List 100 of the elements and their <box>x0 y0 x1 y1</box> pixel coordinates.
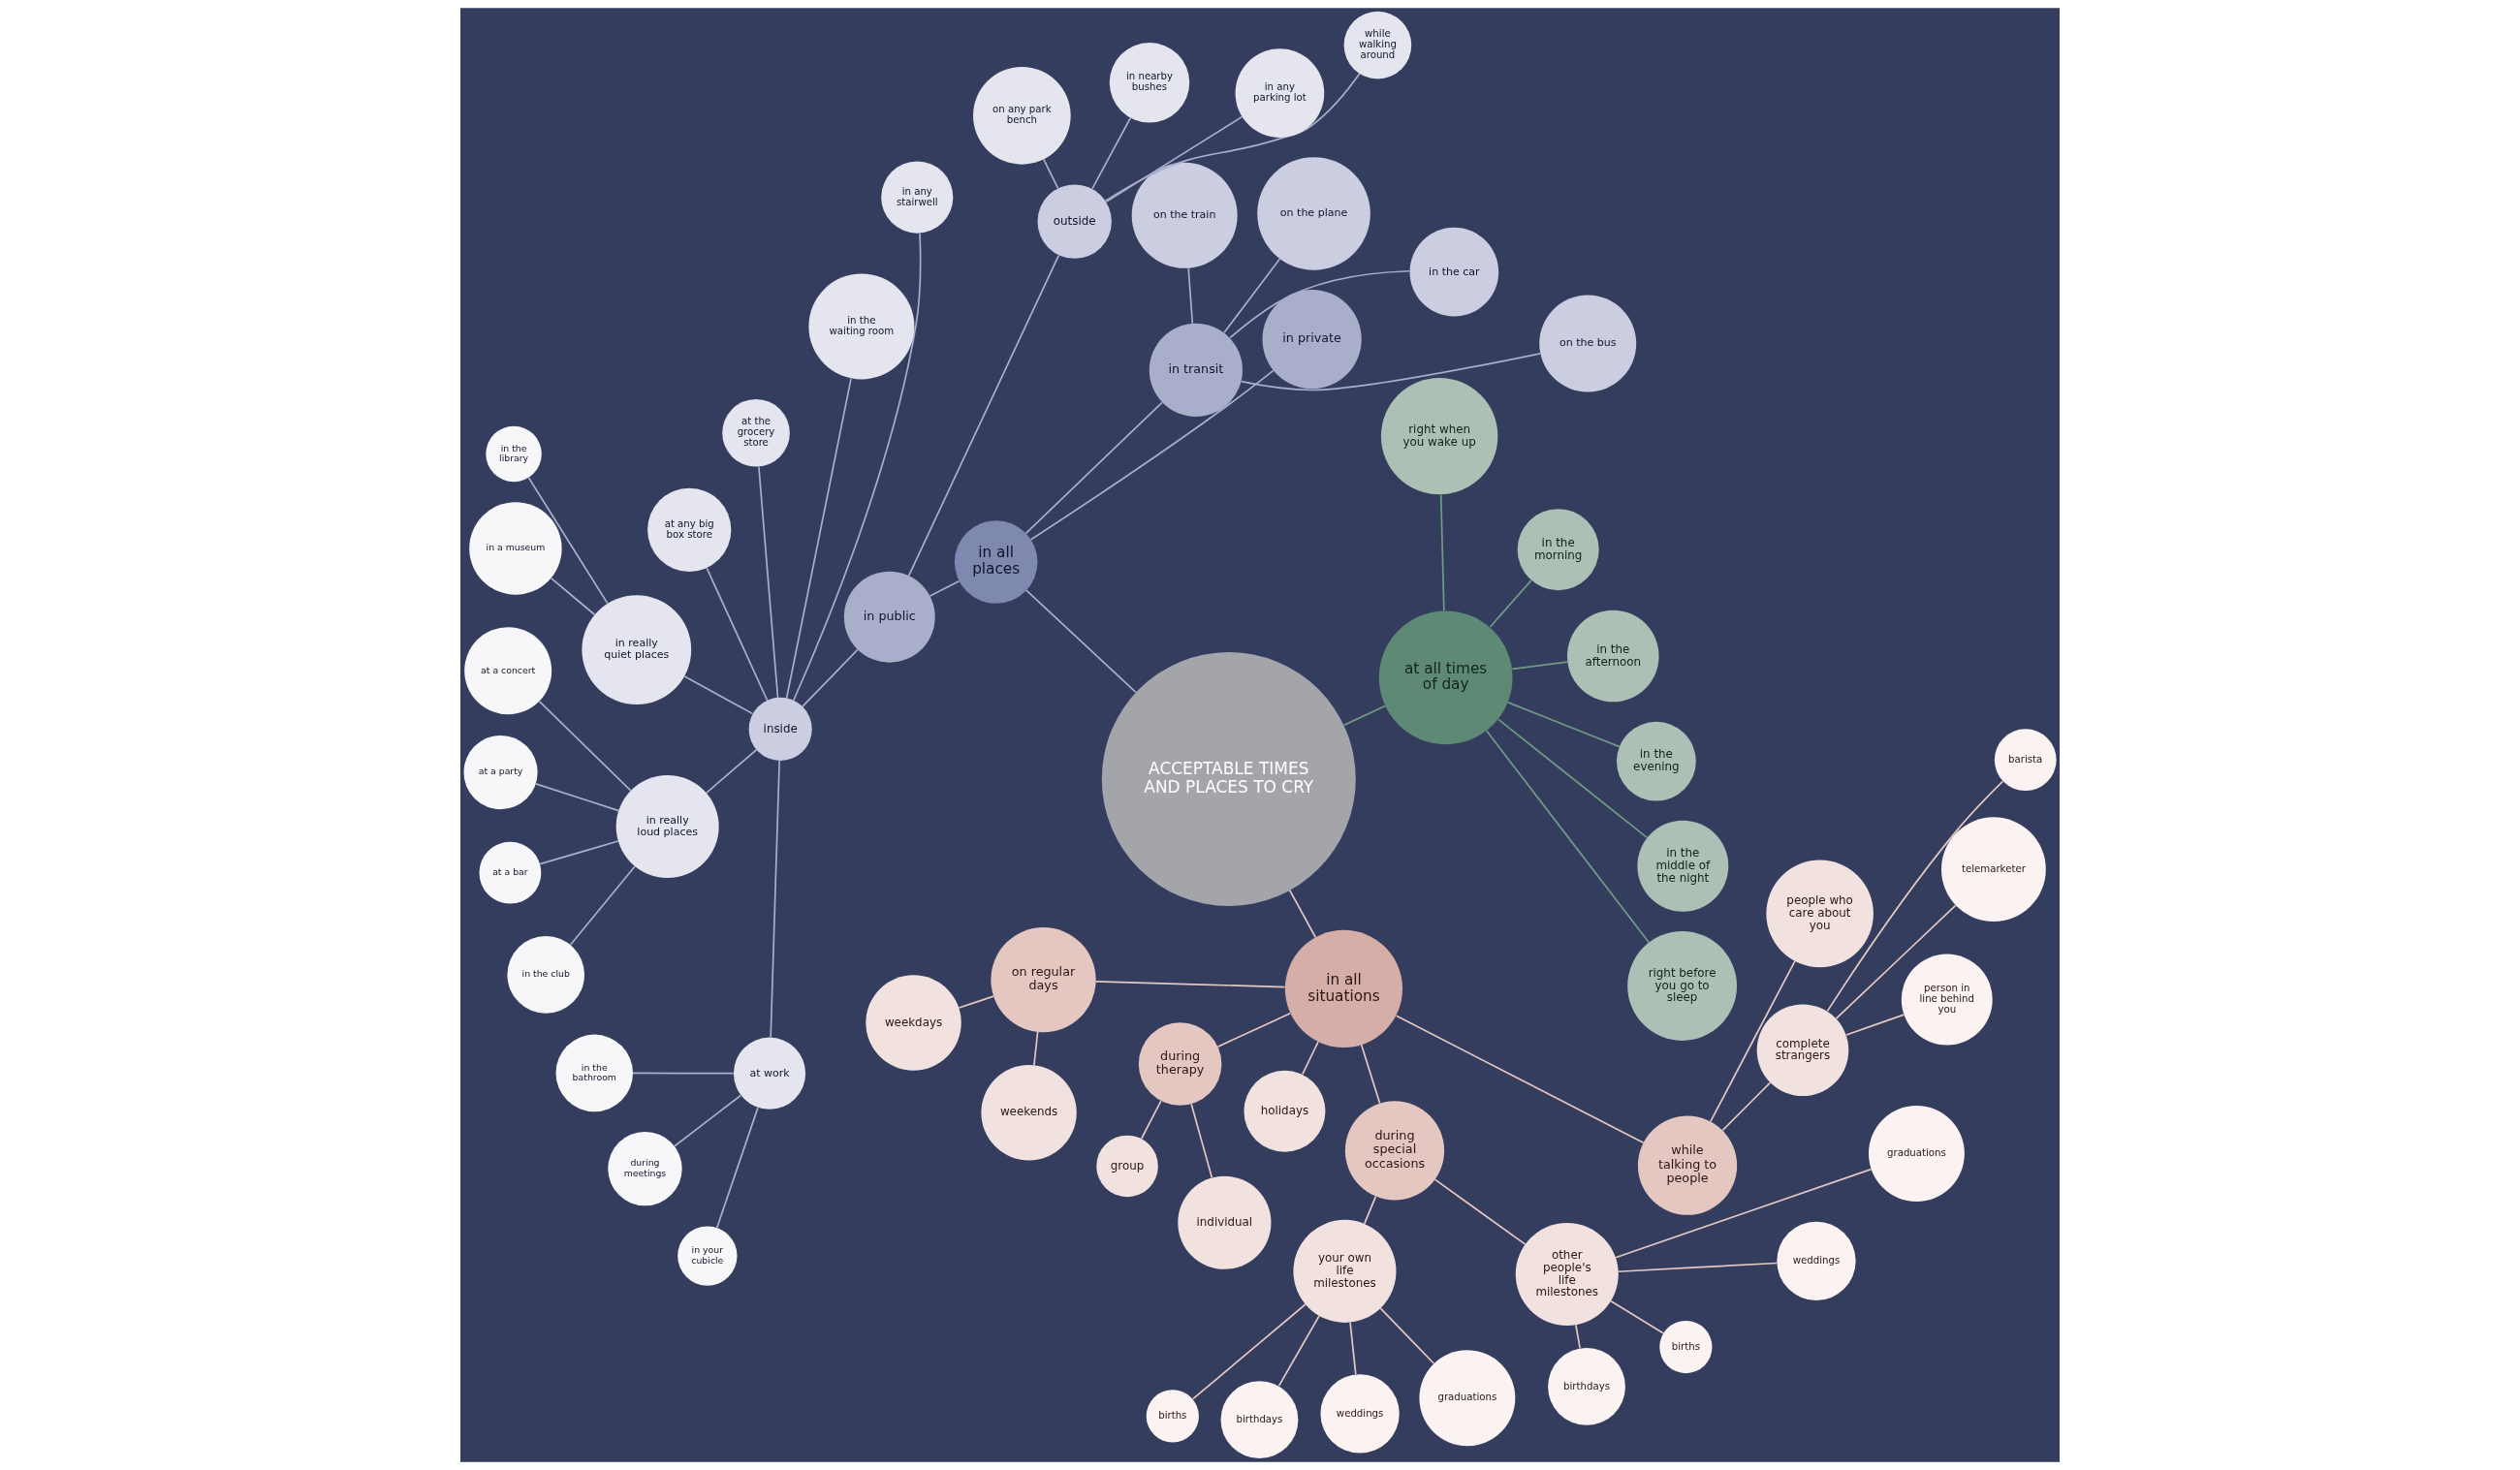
connector <box>1349 1321 1357 1376</box>
node-circle: on the bus <box>1539 295 1637 392</box>
node-circle: person in line behind you <box>1901 954 1993 1046</box>
node-circle: barista <box>1994 729 2057 792</box>
node-circle: in the club <box>507 936 585 1014</box>
node-circle: graduations <box>1419 1350 1516 1447</box>
node-circle: while talking to people <box>1637 1115 1738 1215</box>
node-circle: at a party <box>463 735 538 810</box>
node-circle: on any park bench <box>973 67 1071 165</box>
connector <box>1835 904 1957 1019</box>
node-circle: graduations <box>1868 1106 1965 1202</box>
connector <box>1091 116 1132 190</box>
connector <box>802 648 859 707</box>
node-circle: in nearby bushes <box>1109 43 1190 123</box>
connector <box>1363 1195 1377 1225</box>
connector <box>1042 158 1059 189</box>
node-circle: at a concert <box>464 627 552 715</box>
connector <box>1615 1168 1873 1259</box>
connector <box>1216 1013 1291 1048</box>
node-circle: group <box>1096 1135 1158 1198</box>
connector <box>1826 780 2004 1013</box>
node-circle: individual <box>1178 1175 1272 1269</box>
connector <box>1721 1081 1772 1132</box>
connector <box>1507 702 1621 748</box>
connector <box>792 233 922 702</box>
node-circle: in the car <box>1409 227 1499 317</box>
node-circle: at work <box>733 1037 806 1110</box>
connector <box>785 377 852 700</box>
connector <box>1223 258 1281 334</box>
connector <box>1191 1303 1307 1400</box>
connector <box>758 465 779 699</box>
connector <box>1229 269 1411 339</box>
connector <box>1610 1299 1664 1334</box>
node-circle: birthdays <box>1548 1348 1625 1425</box>
connector <box>1301 1041 1319 1076</box>
node-circle: during special occasions <box>1344 1101 1445 1201</box>
node-circle: other people's life milestones <box>1515 1223 1619 1327</box>
connector <box>1360 1044 1381 1105</box>
connector <box>538 701 632 792</box>
node-circle: at a bar <box>479 841 542 904</box>
connector <box>1575 1324 1581 1350</box>
connector <box>1029 369 1275 541</box>
connector <box>551 578 596 616</box>
node-circle: on the plane <box>1257 157 1370 270</box>
node-circle: in the waiting room <box>808 273 915 380</box>
node-circle: in the morning <box>1517 509 1599 591</box>
node-circle: weddings <box>1777 1221 1856 1300</box>
connector <box>539 840 619 865</box>
connector <box>1240 352 1542 391</box>
node-circle: birthdays <box>1220 1381 1299 1459</box>
connector <box>715 1107 759 1229</box>
node-circle: in all situations <box>1284 929 1403 1048</box>
connector <box>683 675 754 715</box>
node-circle: right when you wake up <box>1380 377 1498 495</box>
node-circle: in the bathroom <box>555 1034 634 1112</box>
node-circle: on regular days <box>991 927 1096 1033</box>
node-circle: in the evening <box>1616 721 1696 801</box>
connector <box>1342 704 1386 727</box>
connector <box>527 477 609 605</box>
node-circle: in public <box>843 571 935 663</box>
connector <box>1025 589 1137 694</box>
node-circle: inside <box>748 697 812 761</box>
node-circle: in the library <box>486 425 542 483</box>
connector <box>1190 1103 1213 1179</box>
node-circle: ACCEPTABLE TIMES AND PLACES TO CRY <box>1101 651 1356 906</box>
node-circle: weddings <box>1320 1374 1400 1454</box>
connector <box>770 760 780 1039</box>
node-circle: complete strangers <box>1756 1004 1849 1097</box>
connector <box>674 1094 742 1147</box>
node-circle: in really quiet places <box>582 595 692 704</box>
connector <box>706 567 769 702</box>
connector <box>1497 718 1649 839</box>
node-circle: in a museum <box>469 502 562 595</box>
node-circle: in any parking lot <box>1235 48 1325 138</box>
connector <box>1033 1031 1039 1067</box>
node-circle: weekdays <box>866 975 961 1071</box>
node-circle: in transit <box>1149 323 1243 417</box>
connector <box>907 254 1060 577</box>
node-circle: in private <box>1262 289 1362 390</box>
connector <box>1486 730 1651 944</box>
connector <box>929 579 961 597</box>
node-circle: during therapy <box>1138 1022 1222 1106</box>
connector <box>1617 1262 1779 1273</box>
node-circle: holidays <box>1244 1070 1326 1152</box>
node-circle: on the train <box>1131 162 1238 268</box>
connector <box>1187 267 1194 325</box>
node-circle: at the grocery store <box>722 398 790 467</box>
connector <box>1709 959 1796 1123</box>
connector <box>1277 1315 1320 1387</box>
node-circle: in the afternoon <box>1566 610 1659 703</box>
node-circle: in all places <box>954 520 1038 604</box>
node-circle: people who care about you <box>1766 860 1874 968</box>
connector <box>1140 1100 1162 1140</box>
connector <box>1379 1307 1435 1364</box>
connector <box>1105 115 1244 203</box>
connector <box>705 748 758 795</box>
connector <box>958 995 994 1009</box>
node-circle: during meetings <box>608 1131 682 1206</box>
connector <box>1439 493 1445 612</box>
node-circle: in any stairwell <box>881 161 954 234</box>
